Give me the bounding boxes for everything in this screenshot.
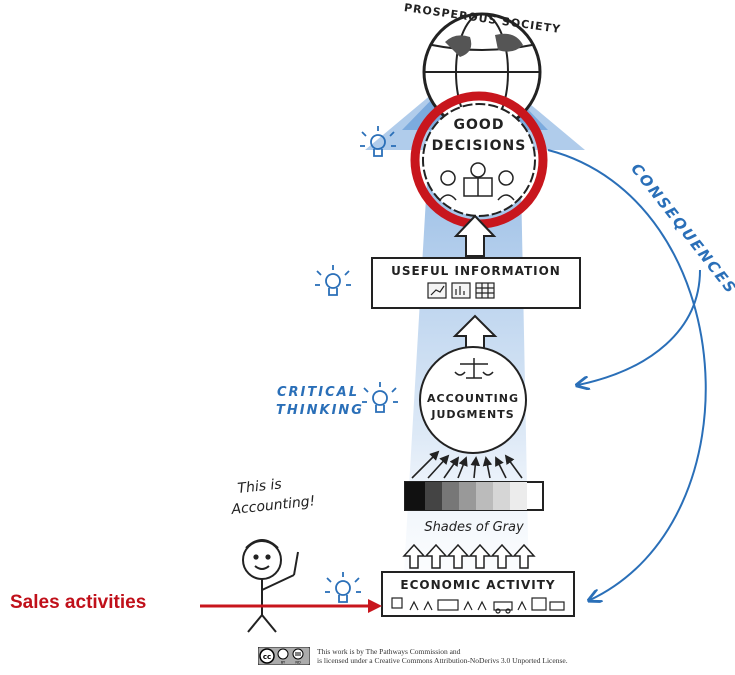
activity-up-arrows	[402, 543, 536, 569]
economy-icons	[391, 597, 565, 614]
svg-text:cc: cc	[263, 653, 271, 661]
shades-of-gray-label: Shades of Gray	[424, 520, 524, 535]
lightbulb-icon	[360, 126, 396, 157]
judgments-label: JUDGMENTS	[430, 408, 514, 421]
decisions-label: DECISIONS	[432, 138, 527, 154]
lightbulb-icon	[362, 382, 398, 413]
report-icons	[427, 282, 495, 299]
consequences-arc-outer	[547, 149, 707, 600]
creative-commons-badge[interactable]: cc BY ND	[258, 647, 310, 665]
up-arrow-info	[453, 214, 497, 257]
license-line-2[interactable]: is licensed under a Creative Commons Att…	[317, 656, 568, 665]
accounting-label: ACCOUNTING	[427, 392, 519, 405]
scale-icon	[454, 358, 494, 379]
svg-text:ND: ND	[295, 661, 301, 665]
good-decisions-cloud	[422, 103, 536, 217]
consequences-label: CONSEQUENCES	[627, 160, 735, 298]
critical-label: CRITICAL	[277, 385, 359, 400]
useful-information-label: USEFUL INFORMATION	[391, 264, 561, 278]
lightbulb-icon	[315, 265, 351, 296]
good-label: GOOD	[454, 117, 505, 133]
thinking-label: THINKING	[276, 403, 364, 418]
license-text: This work is by The Pathways Commission …	[317, 647, 568, 665]
economic-activity-label: ECONOMIC ACTIVITY	[400, 578, 555, 592]
consequences-arc-inner	[578, 269, 701, 385]
accounting-judgments-circle	[419, 346, 527, 454]
speech-line-2: Accounting!	[230, 493, 316, 518]
shades-of-gray-bar	[404, 481, 544, 511]
sales-arrow-head	[368, 599, 382, 613]
people-reading-icon	[439, 162, 515, 201]
license-line-1: This work is by The Pathways Commission …	[317, 647, 461, 656]
stick-figure-icon	[242, 539, 299, 633]
sales-activities-label: Sales activities	[10, 592, 147, 613]
svg-text:BY: BY	[281, 661, 286, 665]
lightbulb-icon	[325, 572, 361, 603]
converging-arrows	[411, 450, 523, 479]
speech-line-1: This is	[237, 476, 283, 497]
